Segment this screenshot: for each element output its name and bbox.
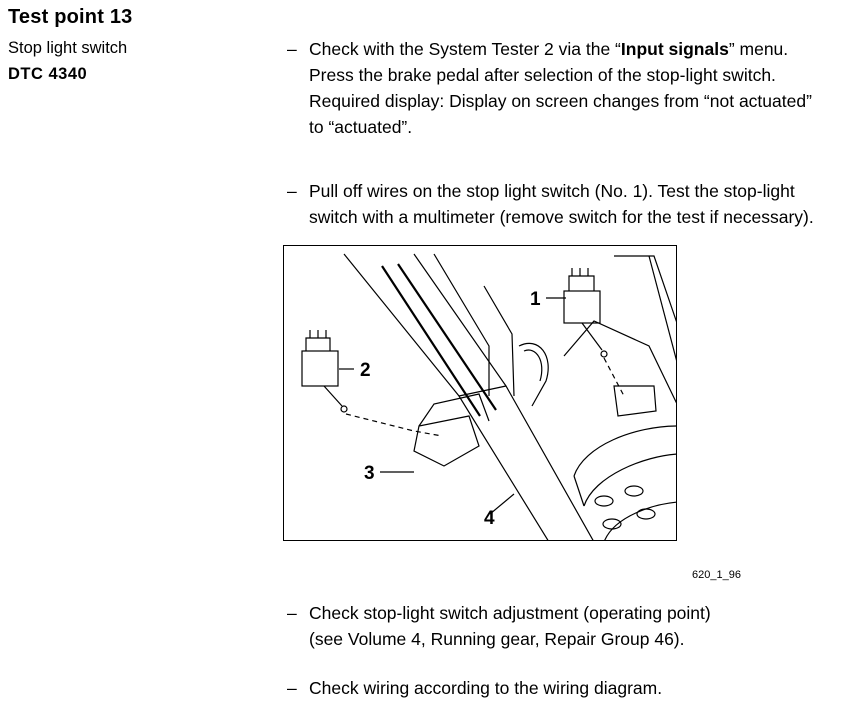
step-3-text-b: (see Volume 4, Running gear, Repair Grou… — [309, 629, 685, 649]
step-1-line-1: –Check with the System Tester 2 via the … — [287, 36, 812, 62]
step-1-menu-name: Input signals — [620, 39, 729, 59]
step-4: –Check wiring according to the wiring di… — [287, 675, 662, 701]
step-3-text-a: Check stop-light switch adjustment (oper… — [309, 603, 711, 623]
step-1-text-d: Required display: Display on screen chan… — [309, 91, 812, 111]
component-name: Stop light switch — [8, 39, 128, 57]
step-4-text-a: Check wiring according to the wiring dia… — [309, 678, 663, 698]
step-1-line-4: to “actuated”. — [287, 114, 812, 140]
step-3-line-1: –Check stop-light switch adjustment (ope… — [287, 600, 711, 626]
page-title: Test point 13 — [8, 6, 133, 28]
figure-reference: 620_1_96 — [692, 569, 741, 581]
step-2-line-1: –Pull off wires on the stop light switch… — [287, 178, 814, 204]
step-2-text-a: Pull off wires on the stop light switch … — [309, 181, 795, 201]
callout-3: 3 — [364, 463, 375, 484]
stop-light-switch-illustration: 1 2 3 4 — [283, 245, 677, 541]
step-2: –Pull off wires on the stop light switch… — [287, 178, 814, 230]
step-2-text-b: switch with a multimeter (remove switch … — [309, 207, 814, 227]
step-3: –Check stop-light switch adjustment (ope… — [287, 600, 711, 652]
dtc-code: DTC 4340 — [8, 65, 88, 83]
step-2-line-2: switch with a multimeter (remove switch … — [287, 204, 814, 230]
dash-bullet: – — [287, 39, 297, 59]
step-3-line-2: (see Volume 4, Running gear, Repair Grou… — [287, 626, 711, 652]
callout-1: 1 — [530, 289, 541, 310]
illustration-drawing: 1 2 3 4 — [301, 253, 676, 540]
step-4-line-1: –Check wiring according to the wiring di… — [287, 675, 662, 701]
callout-2: 2 — [360, 360, 371, 381]
step-1-text-e: to “actuated”. — [309, 117, 413, 137]
step-1-text-c: Press the brake pedal after selection of… — [309, 65, 776, 85]
step-1-text-a: Check with the System Tester 2 via the “ — [309, 39, 621, 59]
step-1: –Check with the System Tester 2 via the … — [287, 36, 812, 140]
callout-4: 4 — [484, 508, 495, 529]
step-1-line-3: Required display: Display on screen chan… — [287, 88, 812, 114]
step-1-line-2: Press the brake pedal after selection of… — [287, 62, 812, 88]
dash-bullet: – — [287, 678, 297, 698]
dash-bullet: – — [287, 603, 297, 623]
dash-bullet: – — [287, 181, 297, 201]
step-1-text-b: ” menu. — [728, 39, 789, 59]
